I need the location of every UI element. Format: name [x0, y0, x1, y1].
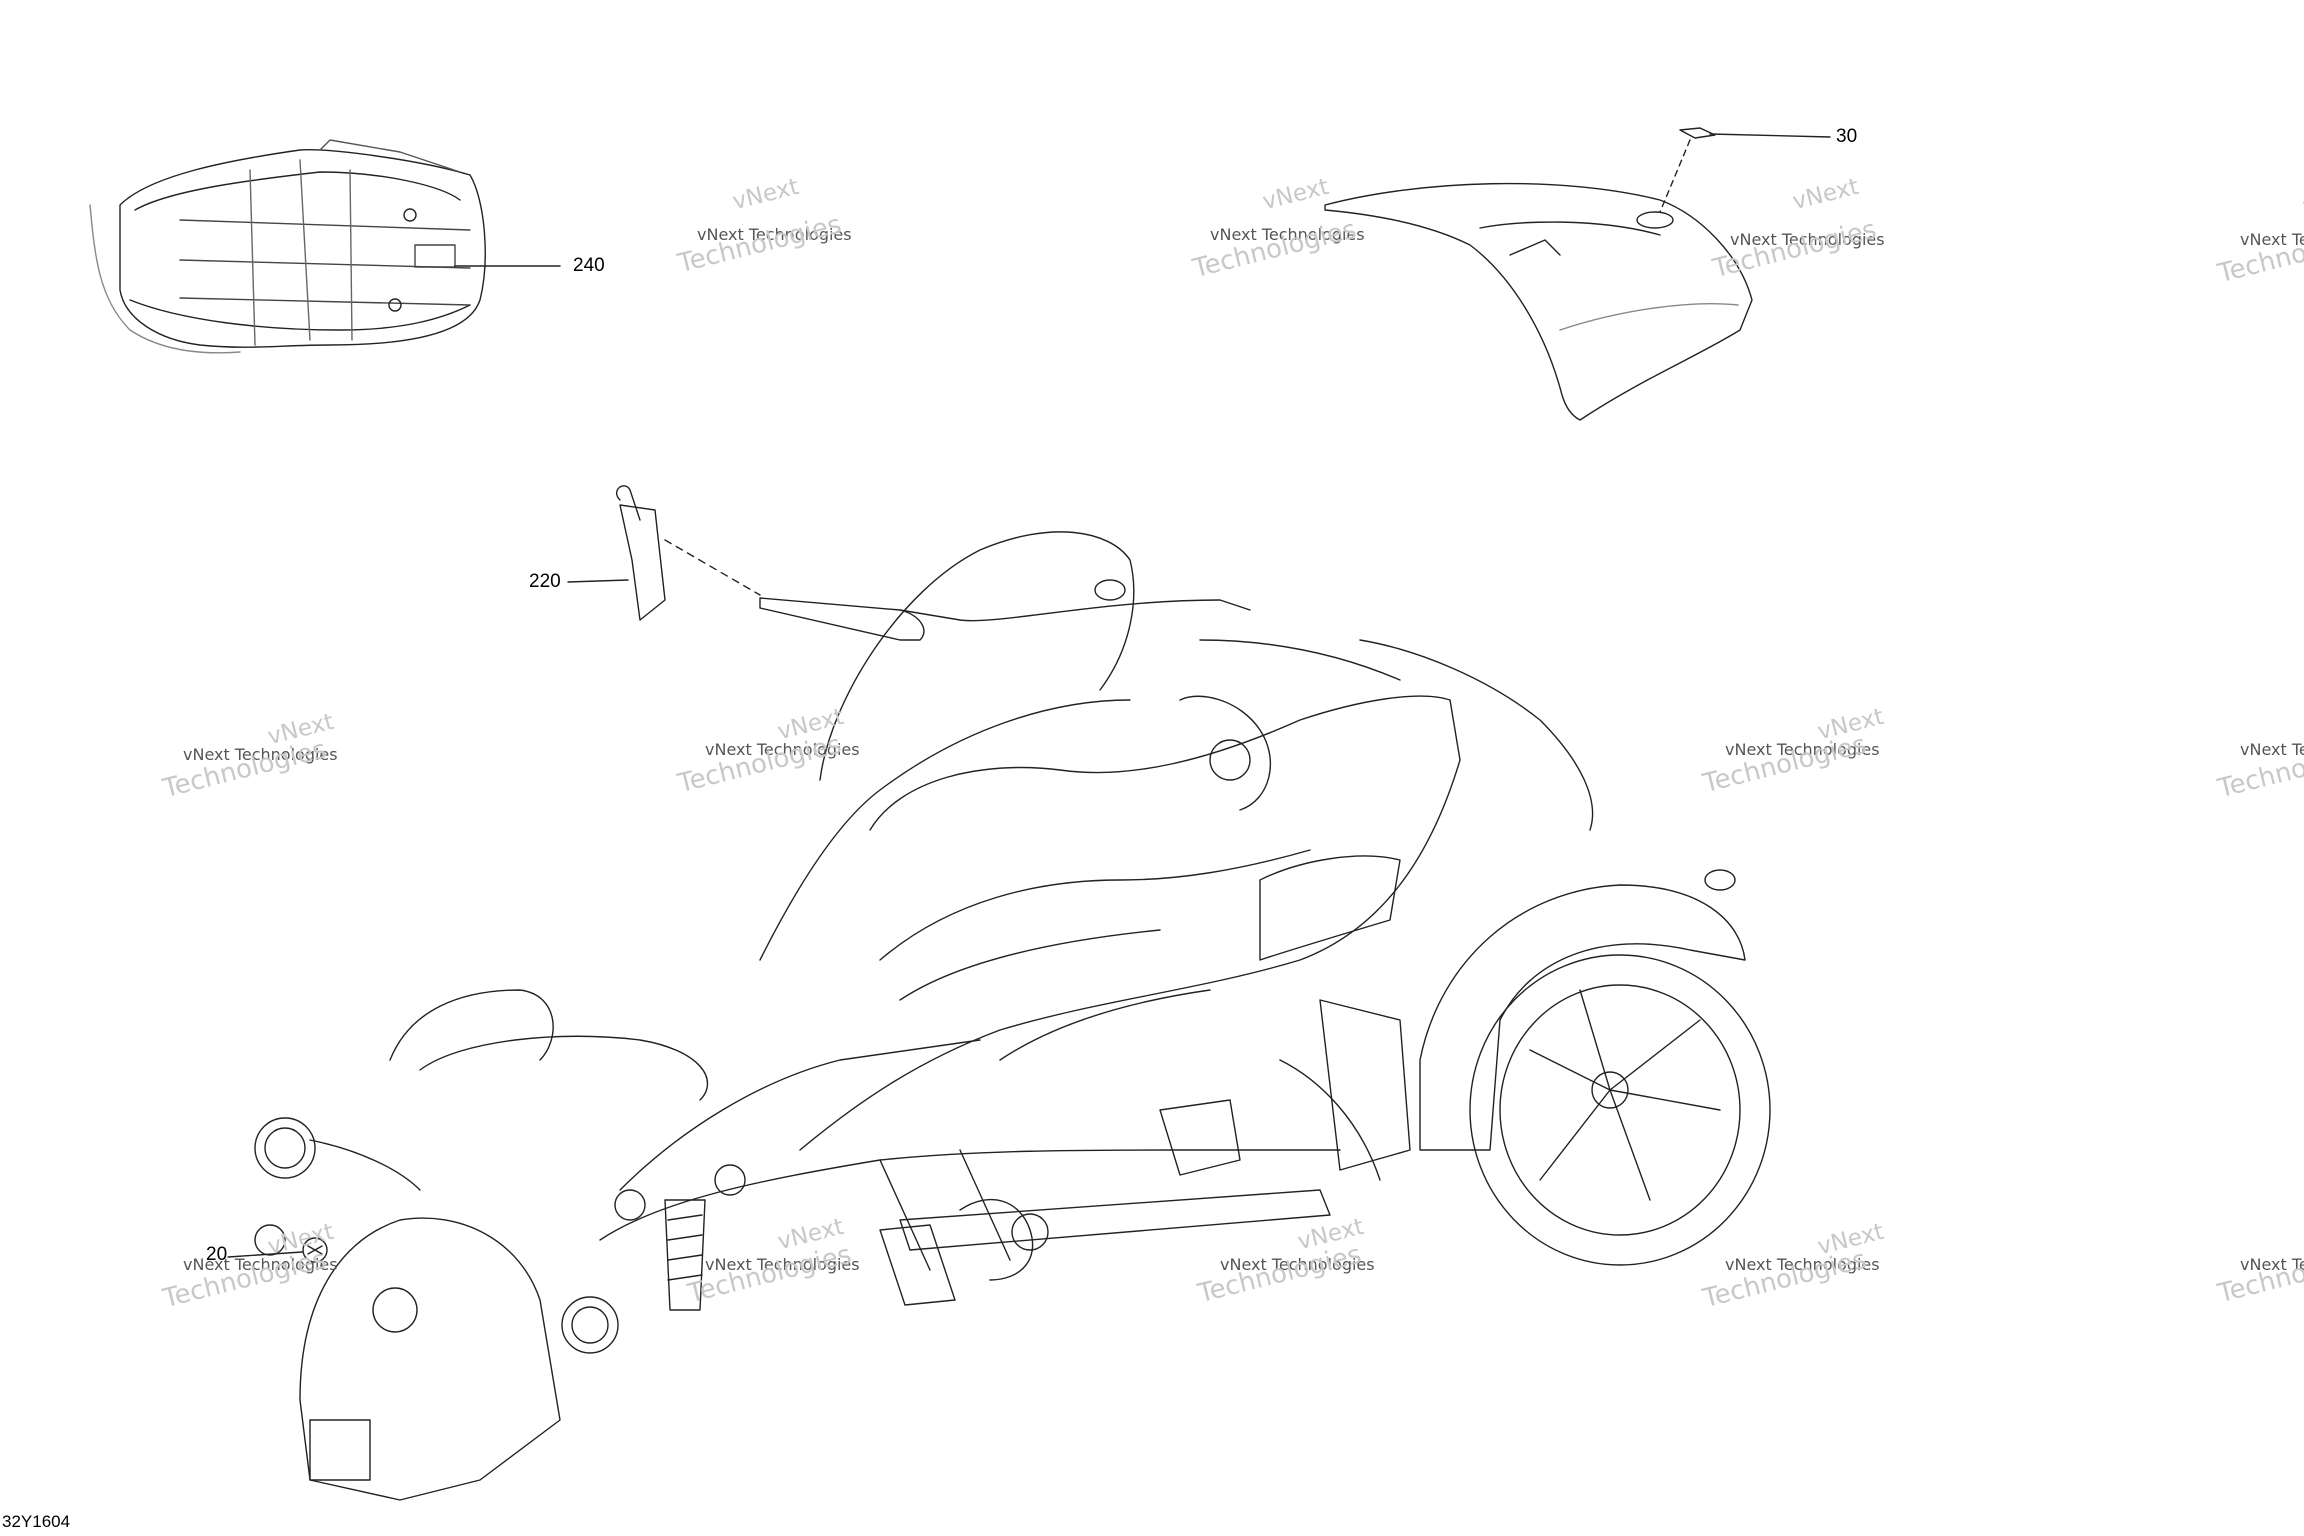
- seat-drawing: [89, 139, 486, 354]
- callout-220[interactable]: 220: [529, 571, 561, 592]
- tag-drawing: [615, 485, 666, 621]
- vehicle-body-drawing: [254, 531, 1771, 1501]
- windshield-drawing: [1324, 127, 1753, 421]
- callout-30[interactable]: 30: [1836, 126, 1858, 147]
- figure-id: 32Y1604: [2, 1512, 71, 1531]
- callout-20[interactable]: 20: [206, 1244, 228, 1265]
- callout-240[interactable]: 240: [573, 255, 605, 276]
- decal-20-drawing: [302, 1237, 328, 1263]
